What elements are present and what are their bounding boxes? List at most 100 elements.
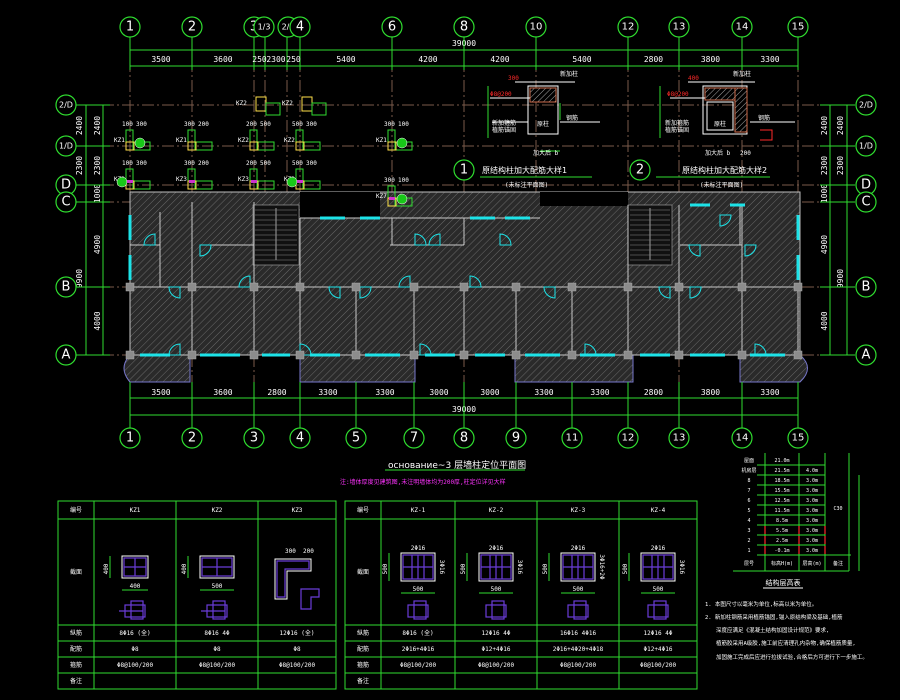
column-tag: KZ2 — [238, 137, 249, 144]
door-swing — [428, 233, 441, 246]
column-marker: KZ3500300 — [284, 160, 321, 190]
axis-bubble-label: 4 — [296, 20, 304, 35]
axis-bubble-left: 2/D — [55, 94, 77, 116]
axis-bubble-label: 13 — [673, 22, 686, 33]
section-dim: 500 — [573, 586, 584, 593]
detail-label: 300 — [508, 75, 519, 82]
axis-bubble-bottom: 13 — [668, 427, 690, 449]
section-outline — [560, 552, 596, 582]
table-border — [57, 500, 337, 690]
floor-table-cell: 3.0m — [806, 518, 818, 524]
section-outline — [400, 552, 436, 582]
column-dim: 300 — [384, 121, 395, 128]
axis-bubble-circle — [181, 16, 203, 38]
structural-column — [737, 350, 747, 360]
axis-bubble-top: 15 — [787, 16, 809, 38]
axis-bubble-label: 1/D — [59, 142, 73, 151]
axis-bubble-bottom: 12 — [617, 427, 639, 449]
axis-bubble-label: 2/D — [59, 101, 73, 110]
axis-bubble-label: 2/3 — [282, 23, 295, 32]
table-cell: Φ12+4Φ16 — [644, 646, 673, 653]
svg-text:(未标注平面图): (未标注平面图) — [505, 181, 548, 189]
dim-span: 3800 — [701, 388, 720, 397]
axis-bubble-bottom: 11 — [561, 427, 583, 449]
section-dim: 400 — [103, 563, 110, 574]
dim-span: 2800 — [644, 388, 663, 397]
axis-bubble-label: 13 — [673, 433, 686, 444]
note-line: 深度应满足《混凝土结构加固设计规范》要求, — [716, 626, 829, 634]
detail-label: 加大后 b — [705, 149, 731, 157]
column-tag: KZ2 — [284, 137, 295, 144]
door-swing — [398, 275, 411, 288]
axis-bubble-label: 10 — [530, 22, 543, 33]
table-row-label: 配筋 — [70, 645, 82, 653]
floor-table-footer: 层号 — [744, 561, 754, 567]
axis-bubble-label: 2 — [188, 20, 196, 35]
column-dim: 300 — [136, 121, 147, 128]
axis-bubble-circle — [561, 427, 583, 449]
axis-bubble-circle — [55, 276, 77, 298]
structural-column — [125, 282, 135, 292]
column-marker: KZ3100300 — [114, 160, 151, 190]
door-swing — [543, 286, 556, 299]
detail-label: Φ8@200 — [490, 91, 512, 98]
section-rebar-top: 2Φ16 — [489, 545, 504, 552]
floor-table-cell: -0.1m — [774, 548, 789, 554]
table-cell: 2Φ16+4Φ20+4Φ18 — [553, 646, 604, 653]
axis-bubble-circle — [617, 427, 639, 449]
column-core — [295, 141, 305, 151]
detail-label: 钢筋 — [758, 114, 770, 122]
section-dim: 500 — [542, 563, 549, 574]
axis-bubble-label: A — [62, 348, 71, 363]
detail-label: Φ8@200 — [667, 91, 689, 98]
axis-bubble-circle — [119, 427, 141, 449]
column-highlight — [127, 180, 133, 183]
column-dim: 200 — [198, 121, 209, 128]
column-dim: 100 — [398, 121, 409, 128]
axis-bubble-circle — [855, 135, 877, 157]
column-dim: 300 — [384, 177, 395, 184]
column-outline — [265, 102, 281, 116]
axis-bubble-circle — [289, 16, 311, 38]
axis-bubble-bottom: 7 — [403, 427, 425, 449]
table-border — [344, 500, 698, 690]
table-cell: Φ8@100/200 — [117, 662, 154, 669]
axis-bubble-label: 2/D — [859, 101, 873, 110]
structural-column — [295, 350, 305, 360]
section-rebar-top: 2Φ16 — [571, 545, 586, 552]
section-dim: 500 — [491, 586, 502, 593]
column-dim: 300 — [136, 160, 147, 167]
column-tag: KZ3 — [176, 176, 187, 183]
plan-glyph — [130, 600, 144, 620]
axis-bubble-circle — [345, 427, 367, 449]
axis-bubble-label: 7 — [410, 431, 418, 446]
dim-span: 2300 — [836, 156, 845, 175]
column-highlight — [251, 180, 257, 183]
axis-bubble-circle — [453, 16, 475, 38]
table-header-cell: KZ-4 — [651, 507, 666, 514]
detail-label: 新加箍筋 — [492, 119, 516, 127]
table-row-label: 箍筋 — [357, 661, 369, 669]
axis-bubble-circle — [668, 427, 690, 449]
table-cell: Φ8 — [213, 646, 221, 653]
axis-bubble-circle — [787, 427, 809, 449]
table-header-cell: 编号 — [70, 506, 82, 514]
structural-column — [567, 350, 577, 360]
section-rebar-side: 3Φ16 — [438, 560, 445, 575]
floor-table-cell: 5.5m — [776, 528, 788, 534]
table-cell: Φ8@100/200 — [478, 662, 515, 669]
column-dim: 300 — [306, 121, 317, 128]
dim-span: 2400 — [820, 116, 829, 135]
floor-table-header: 21.0m — [774, 458, 789, 464]
floor-table-cell: 3.0m — [806, 538, 818, 544]
column-dim: 100 — [122, 121, 133, 128]
dim-span: 3600 — [213, 55, 232, 64]
floor-table-cell: 机房层 — [741, 467, 756, 474]
section-rebar-top: 2Φ16 — [411, 545, 426, 552]
column-core — [187, 141, 197, 151]
general-notes: 1. 本图尺寸以毫米为单位,标高以米为单位。2. 新加柱钢筋采用植筋锚固,锚入原… — [705, 600, 868, 661]
floor-table-cell: 2.5m — [776, 538, 788, 544]
column-tag: KZ1 — [114, 137, 125, 144]
